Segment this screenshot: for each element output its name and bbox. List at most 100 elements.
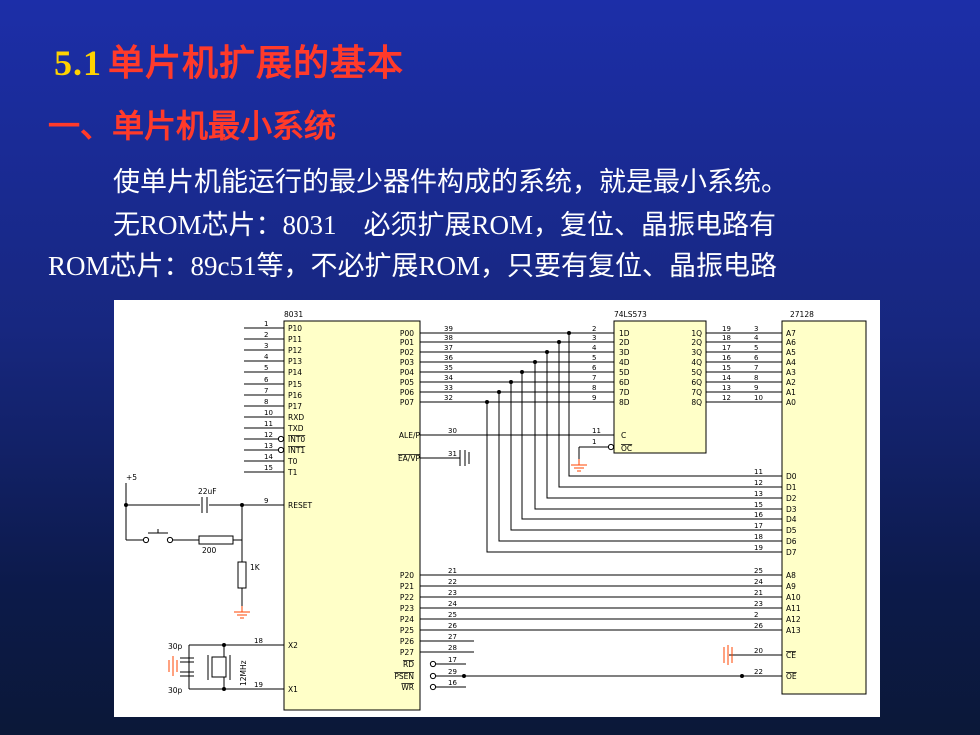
chip-8031-body	[283, 320, 421, 711]
pin-573-1D-label: 1D	[619, 329, 630, 338]
pin-27128-A12-number: 2	[754, 611, 758, 619]
pin-8031-wr-number: 16	[448, 679, 457, 687]
pin-27128-A4-label: A4	[786, 358, 796, 367]
chip-27128-name: 27128	[790, 310, 814, 319]
pin-27128-oe-label: OE	[786, 672, 797, 681]
pin-27128-A7-number: 3	[754, 325, 758, 333]
pin-27128-ce-label: CE	[786, 651, 796, 660]
pin-27128-A0-label: A0	[786, 398, 796, 407]
pin-8031-P17-number: 8	[264, 398, 268, 406]
pin-8031-P21-number: 22	[448, 578, 457, 586]
pin-8031-x2-label: X2	[288, 641, 298, 650]
psen-junction	[462, 674, 466, 678]
pin-8031-psen-number: 29	[448, 668, 457, 676]
pin-573-4D-number: 5	[592, 354, 596, 362]
pin-8031-P04-number: 35	[444, 364, 453, 372]
chip-27128-body	[781, 320, 867, 695]
pin-27128-D5-label: D5	[786, 526, 797, 535]
pin-27128-A13-number: 26	[754, 622, 763, 630]
title-number: 5.1	[54, 43, 102, 83]
pin-8031-P13-number: 4	[264, 353, 269, 361]
pin-27128-D3-number: 15	[754, 501, 763, 509]
pin-573-7Q-number: 13	[722, 384, 731, 392]
pin-27128-A11-number: 23	[754, 600, 763, 608]
pin-8031-RXD-label: RXD	[288, 413, 304, 422]
pin-8031-P16-number: 7	[264, 387, 268, 395]
pin-8031-INT0-number: 12	[264, 431, 273, 439]
pin-573-3D-number: 4	[592, 344, 597, 352]
pin-8031-rd-number: 17	[448, 656, 457, 664]
pin-8031-x2-number: 18	[254, 637, 263, 645]
pin-27128-D4-label: D4	[786, 515, 797, 524]
pin-573-oc-label: OC	[621, 444, 632, 453]
pin-8031-P24-label: P24	[400, 615, 414, 624]
pin-573-3Q-label: 3Q	[691, 348, 702, 357]
pin-573-8Q-label: 8Q	[691, 398, 702, 407]
pin-8031-P10-label: P10	[288, 324, 302, 333]
pin-27128-D1-number: 12	[754, 479, 763, 487]
pin-573-3Q-number: 17	[722, 344, 731, 352]
pin-8031-P26-label: P26	[400, 637, 414, 646]
pin-27128-A8-number: 25	[754, 567, 763, 575]
pin-8031-P20-label: P20	[400, 571, 414, 580]
pin-8031-ale-number: 30	[448, 427, 457, 435]
pin-8031-P22-number: 23	[448, 589, 457, 597]
pin-27128-D6-label: D6	[786, 537, 797, 546]
pin-8031-P20-number: 21	[448, 567, 457, 575]
body-line-1: 使单片机能运行的最少器件构成的系统，就是最小系统。	[113, 167, 788, 197]
pin-8031-psen-bubble	[429, 672, 437, 680]
pin-8031-psen-label: PSEN	[394, 672, 414, 681]
pin-27128-D1-label: D1	[786, 483, 797, 492]
pin-8031-P02-label: P02	[400, 348, 414, 357]
pin-8031-P25-label: P25	[400, 626, 414, 635]
pin-27128-oe-number: 22	[754, 668, 763, 676]
pin-27128-A10-label: A10	[786, 593, 801, 602]
resistor-1k	[237, 561, 247, 589]
chip-74ls573-body	[613, 320, 707, 454]
pin-8031-x1-label: X1	[288, 685, 298, 694]
pin-27128-A5-label: A5	[786, 348, 796, 357]
pin-8031-P06-label: P06	[400, 388, 414, 397]
pin-573-1Q-label: 1Q	[691, 329, 702, 338]
pin-8031-P14-number: 5	[264, 364, 268, 372]
pin-8031-rd-label: RD	[403, 660, 414, 669]
pin-27128-A9-label: A9	[786, 582, 796, 591]
pin-8031-RXD-number: 10	[264, 409, 273, 417]
pin-27128-A2-label: A2	[786, 378, 796, 387]
pin-8031-P15-number: 6	[264, 376, 269, 384]
pin-573-4Q-label: 4Q	[691, 358, 702, 367]
chip-74ls573-name: 74LS573	[614, 310, 647, 319]
pin-8031-INT1-number: 13	[264, 442, 273, 450]
pin-8031-ea-number: 31	[448, 450, 457, 458]
pin-27128-D0-label: D0	[786, 472, 797, 481]
pin-573-2D-number: 3	[592, 334, 596, 342]
pin-573-5Q-label: 5Q	[691, 368, 702, 377]
pin-8031-TXD-number: 11	[264, 420, 273, 428]
pin-573-4Q-number: 16	[722, 354, 731, 362]
pin-573-oc-number: 1	[592, 438, 596, 446]
pin-8031-P10-number: 1	[264, 320, 268, 328]
pin-8031-T1-number: 15	[264, 464, 273, 472]
pin-573-c-number: 11	[592, 427, 601, 435]
data-D3-wire	[534, 362, 782, 510]
body-line-2: 无ROM芯片：8031 必须扩展ROM，复位、晶振电路有	[113, 210, 777, 240]
pin-573-8Q-number: 12	[722, 394, 731, 402]
pin-8031-P04-label: P04	[400, 368, 414, 377]
pin-8031-P21-label: P21	[400, 582, 414, 591]
data-D4-wire	[521, 372, 782, 520]
pin-8031-T0-label: T0	[287, 457, 298, 466]
pin-8031-T0-number: 14	[264, 453, 273, 461]
resistor-1k-label: 1K	[250, 563, 261, 572]
pin-27128-A13-label: A13	[786, 626, 801, 635]
pin-573-3D-label: 3D	[619, 348, 630, 357]
vcc-label: +5	[126, 473, 137, 482]
reset-cap-label: 22uF	[198, 487, 217, 496]
pin-27128-A5-number: 5	[754, 344, 758, 352]
pin-8031-ale-label: ALE/P	[399, 431, 421, 440]
pin-8031-P06-number: 33	[444, 384, 453, 392]
pin-8031-P07-label: P07	[400, 398, 414, 407]
slide-subtitle: 一、单片机最小系统	[48, 107, 337, 145]
pin-573-5Q-number: 15	[722, 364, 731, 372]
